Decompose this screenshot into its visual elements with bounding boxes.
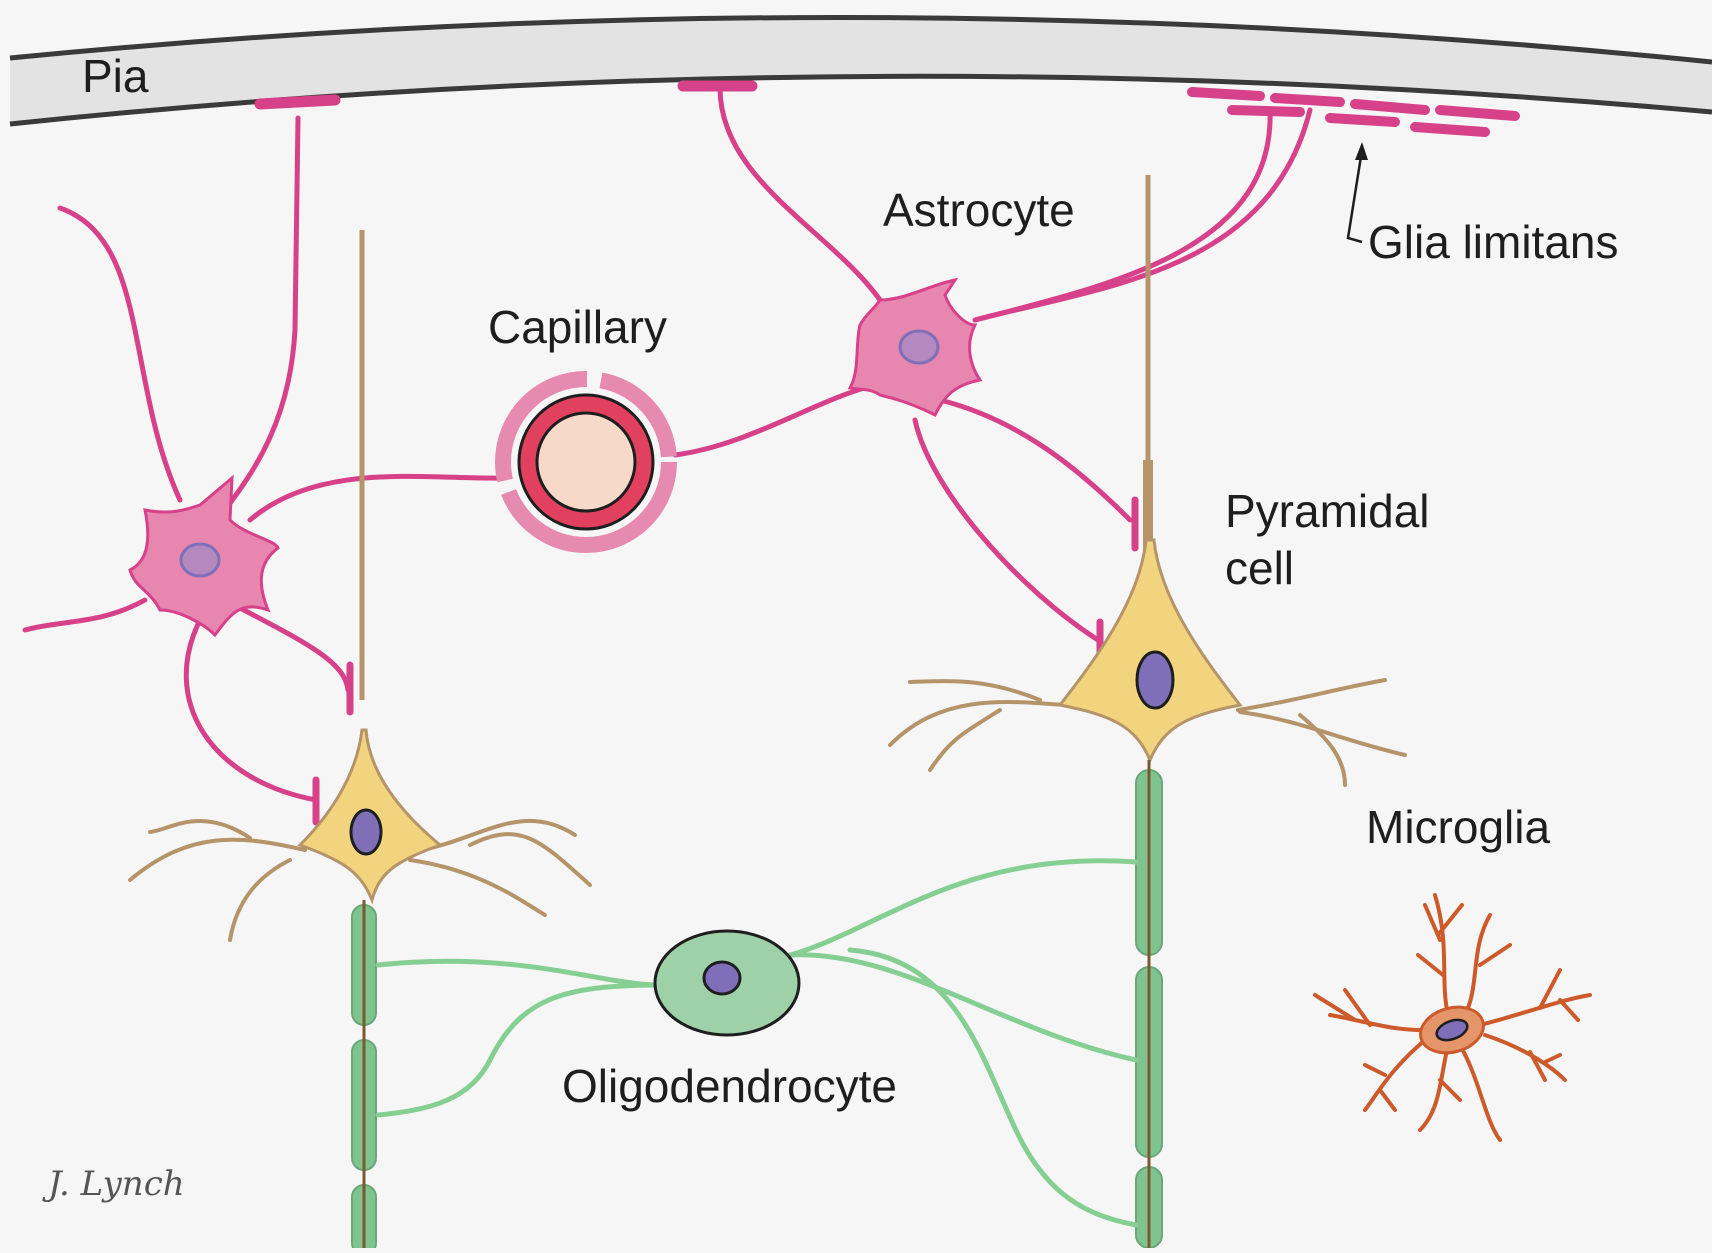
- label-astrocyte: Astrocyte: [883, 184, 1075, 236]
- capillary: [503, 379, 669, 545]
- signature: J. Lynch: [42, 1164, 185, 1204]
- label-pyramidal-line2: cell: [1225, 542, 1294, 594]
- label-oligodendrocyte: Oligodendrocyte: [562, 1060, 897, 1112]
- oligodendrocyte-body: [655, 931, 799, 1035]
- label-capillary: Capillary: [488, 301, 667, 353]
- label-pyramidal-line1: Pyramidal: [1225, 485, 1430, 537]
- label-glia-limitans: Glia limitans: [1368, 216, 1619, 268]
- label-pia: Pia: [82, 50, 149, 102]
- label-microglia: Microglia: [1366, 801, 1550, 853]
